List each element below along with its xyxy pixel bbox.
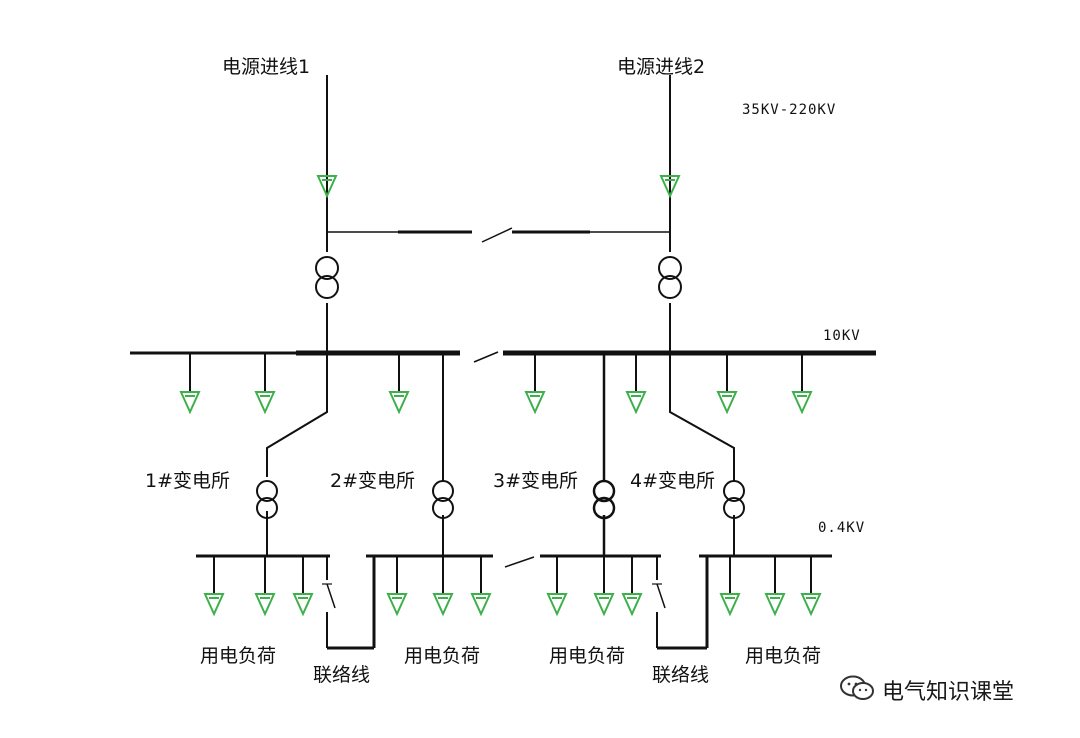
label-feeder-1: 电源进线1 [222,56,311,78]
transformer-sub2 [432,480,454,519]
mv-load-arrow [254,391,276,415]
lv-load-arrow [764,593,786,617]
mv-load-arrow [791,391,813,415]
label-load-4: 用电负荷 [745,645,822,667]
mv-load-arrow [524,391,546,415]
mv-load-arrow [716,391,738,415]
transformer-main-2 [658,256,682,299]
feeder-to-sub1 [266,353,328,556]
label-hv-level: 35KV-220KV [742,102,837,118]
feeder-2-arrow [659,175,681,199]
lv-load-arrow [719,593,741,617]
label-substation-1: 1#变电所 [145,470,231,492]
busbar-10kv [130,350,876,363]
label-tie-line-2: 联络线 [652,664,710,686]
label-substation-2: 2#变电所 [330,470,416,492]
transformer-sub1 [256,480,278,519]
label-substation-4: 4#变电所 [630,470,716,492]
watermark-text: 电气知识课堂 [882,680,1015,705]
lv-load-arrow [546,593,568,617]
label-load-2: 用电负荷 [404,645,481,667]
hv-tie-switch [327,227,670,243]
lv-load-arrow [292,593,314,617]
transformer-sub4 [723,480,745,519]
lv-load-arrow [386,593,408,617]
lv-load-arrow [432,593,454,617]
lv-load-arrow [203,593,225,617]
transformer-sub3 [592,479,616,520]
label-feeder-2: 电源进线2 [617,56,706,78]
feeder-to-sub4 [669,353,735,556]
transformer-main-1 [315,256,339,299]
load-arrows [179,175,822,617]
label-tie-line-1: 联络线 [313,664,371,686]
lv-tie-switch [504,556,535,568]
feeder-1-arrow [316,175,338,199]
label-mv-level: 10KV [823,328,861,344]
lv-load-arrow [254,593,276,617]
mv-load-arrow [625,391,647,415]
mv-load-arrow [179,391,201,415]
lv-load-arrow [621,593,643,617]
label-substation-3: 3#变电所 [493,470,579,492]
label-load-3: 用电负荷 [549,645,626,667]
mv-load-arrow [388,391,410,415]
lv-load-arrow [800,593,822,617]
tie-line-1 [322,556,376,650]
watermark: 电气知识课堂 [838,674,1014,706]
lv-load-arrow [593,593,615,617]
label-lv-level: 0.4KV [818,520,866,536]
wechat-icon [838,674,876,706]
tie-line-2 [652,556,709,650]
label-load-1: 用电负荷 [200,645,277,667]
lv-load-arrow [470,593,492,617]
load-drops [189,353,812,594]
